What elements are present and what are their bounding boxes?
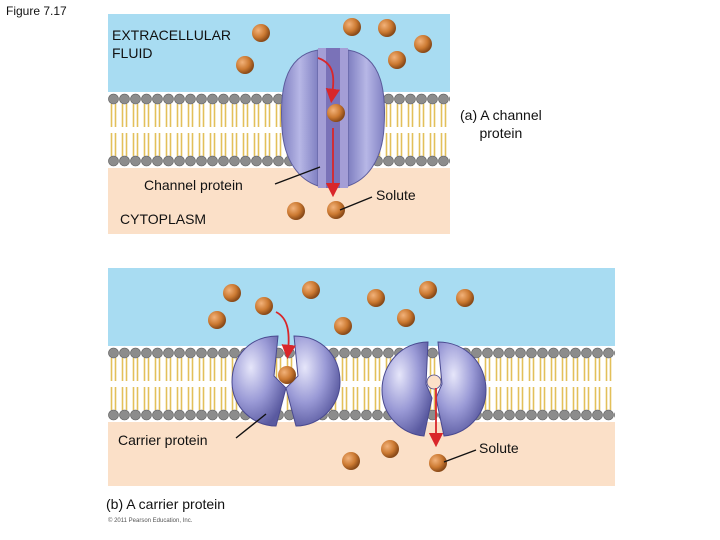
extracellular-label-line2: FLUID bbox=[112, 45, 153, 61]
figure-title: Figure 7.17 bbox=[6, 4, 67, 18]
carrier-caption: (b) A carrier protein bbox=[106, 496, 226, 512]
carrier-entry-arrow bbox=[275, 311, 296, 360]
solute-pointer-a bbox=[339, 196, 373, 211]
cytoplasm-b bbox=[108, 422, 615, 486]
solute-particles-b bbox=[208, 281, 474, 472]
extracellular-fluid-label: EXTRACELLULAR FLUID bbox=[112, 26, 231, 62]
channel-entry-arrow bbox=[317, 57, 341, 104]
carrier-protein-inward bbox=[381, 341, 487, 437]
copyright-notice: © 2011 Pearson Education, Inc. bbox=[108, 518, 193, 524]
channel-caption-line1: (a) A channel bbox=[460, 107, 542, 123]
extracellular-fluid-b bbox=[108, 268, 615, 346]
solute-label-a: Solute bbox=[376, 187, 416, 203]
channel-caption: (a) A channel protein bbox=[460, 106, 542, 142]
solute-particles-a bbox=[236, 18, 432, 220]
extracellular-label-line1: EXTRACELLULAR bbox=[112, 27, 232, 43]
channel-caption-line2: protein bbox=[479, 125, 523, 141]
solute-pointer-b bbox=[443, 449, 477, 463]
panel-b-carrier bbox=[108, 268, 615, 486]
lipid-bilayer-a bbox=[108, 92, 450, 168]
channel-protein-pointer bbox=[274, 166, 321, 185]
panel-a-channel bbox=[108, 14, 450, 234]
carrier-protein-outward bbox=[231, 335, 341, 427]
cytoplasm-a bbox=[108, 168, 450, 234]
solute-label-b: Solute bbox=[479, 440, 519, 456]
cytoplasm-label: CYTOPLASM bbox=[120, 211, 207, 227]
carrier-protein-label: Carrier protein bbox=[118, 432, 208, 448]
lipid-bilayer-b bbox=[108, 346, 615, 422]
carrier-protein-pointer bbox=[235, 413, 267, 439]
channel-protein-label: Channel protein bbox=[144, 177, 243, 193]
